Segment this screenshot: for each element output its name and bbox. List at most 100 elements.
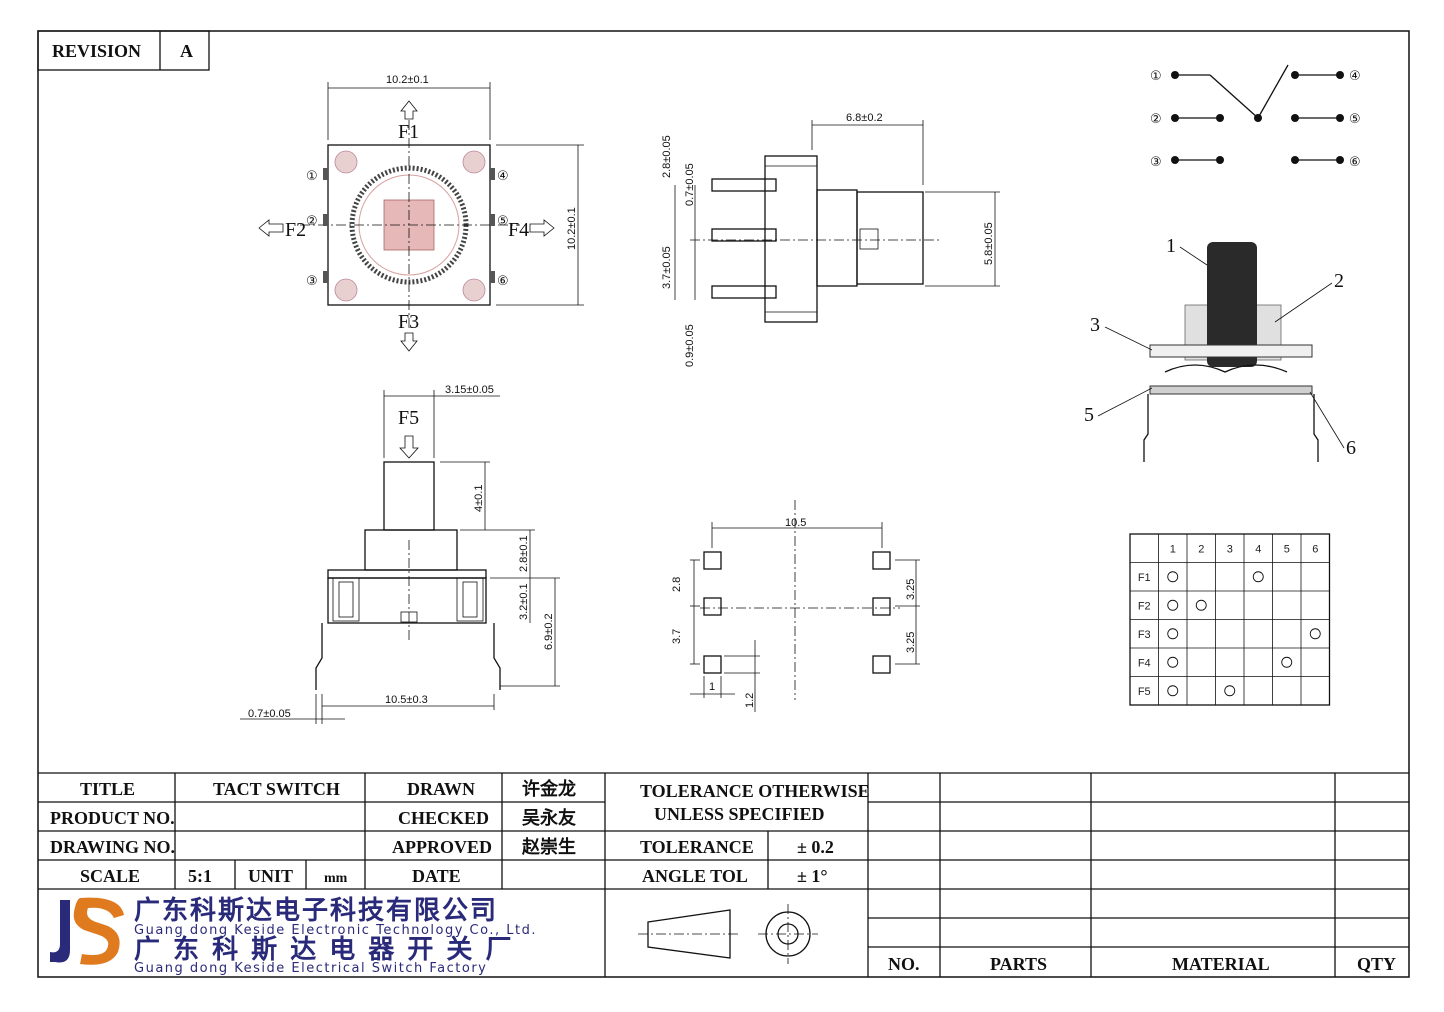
side-dim-a: 2.8±0.05	[661, 135, 673, 178]
callout-1: 1	[1166, 235, 1176, 257]
truth-table-contact-mark	[1224, 685, 1236, 697]
pcb-layout: 10.5 2.8 3.7 3.25 3.25 1 1.2	[671, 500, 920, 712]
drawn-label: DRAWN	[407, 779, 475, 799]
front-dim-actuator-h: 4±0.1	[473, 485, 485, 512]
top-view: ① ② ③ ④ ⑤ ⑥ F1 F3 F2 F4 10.2±0.1 10.2±0.…	[258, 74, 584, 352]
truth-table-row-label: F2	[1138, 600, 1151, 612]
sch-pin-5: ⑤	[1349, 112, 1361, 127]
force-f5-arrow-icon	[399, 435, 419, 459]
sch-pin-1: ①	[1150, 69, 1162, 84]
truth-table-contact-mark	[1309, 628, 1321, 640]
checked-label: CHECKED	[398, 808, 489, 828]
scale-value: 5:1	[188, 866, 212, 886]
pcb-dim-b: 3.7	[671, 629, 683, 644]
angle-tol-label: ANGLE TOL	[642, 866, 748, 886]
front-dim-b: 3.2±0.1	[518, 583, 530, 620]
approved-value: 赵崇生	[521, 836, 576, 858]
front-dim-actuator-w: 3.15±0.05	[445, 384, 494, 396]
truth-table-col-header: 6	[1312, 543, 1318, 555]
date-label: DATE	[412, 866, 461, 886]
angle-tol-value: ± 1°	[797, 866, 828, 886]
drawn-value: 许金龙	[522, 778, 576, 800]
truth-table-row-label: F5	[1138, 686, 1151, 698]
sch-pin-6: ⑥	[1349, 155, 1361, 170]
parts-no-header: NO.	[888, 954, 920, 974]
tolerance-value: ± 0.2	[797, 837, 834, 857]
pcb-dim-a: 2.8	[671, 577, 683, 592]
truth-table-contact-mark	[1252, 571, 1264, 583]
truth-table-col-header: 2	[1198, 543, 1204, 555]
force-f4-arrow-icon	[529, 219, 555, 237]
sch-pin-4: ④	[1349, 69, 1361, 84]
truth-table-col-header: 1	[1170, 543, 1176, 555]
top-pin-3: ③	[306, 274, 318, 289]
revision-value: A	[180, 41, 193, 61]
unit-label: UNIT	[248, 866, 293, 886]
tolerance-note-line1: TOLERANCE OTHERWISE	[640, 781, 870, 801]
force-f2-label: F2	[285, 219, 306, 241]
scale-label: SCALE	[80, 866, 140, 886]
truth-table-contact-mark	[1281, 656, 1293, 668]
truth-table-contact-mark	[1167, 628, 1179, 640]
sch-pin-2: ②	[1150, 112, 1162, 127]
side-dim-height: 5.8±0.05	[983, 222, 995, 265]
truth-table-contact-mark	[1167, 571, 1179, 583]
unit-value: mm	[324, 871, 348, 886]
tolerance-note-line2: UNLESS SPECIFIED	[654, 804, 825, 824]
top-pin-2: ②	[306, 214, 318, 229]
truth-table-col-header: 3	[1227, 543, 1233, 555]
company-name-en-2: Guang dong Keside Electrical Switch Fact…	[134, 961, 487, 976]
front-dim-pitch: 10.5±0.3	[385, 694, 428, 706]
projection-symbol-icon	[638, 904, 818, 964]
revision-box: REVISION A	[37, 30, 210, 71]
top-pin-6: ⑥	[497, 274, 509, 289]
title-label: TITLE	[80, 779, 135, 799]
material-header: MATERIAL	[1172, 954, 1270, 974]
pcb-dim-e: 1	[709, 681, 715, 693]
sheet-border	[37, 30, 1410, 978]
truth-table-row-label: F3	[1138, 629, 1151, 641]
pcb-dim-f: 1.2	[744, 693, 756, 708]
company-logo-icon	[50, 896, 124, 966]
schematic: ① ② ③ ④ ⑤ ⑥	[1150, 64, 1361, 170]
force-f4-label: F4	[508, 219, 529, 241]
truth-table-contact-mark	[1195, 599, 1207, 611]
force-f5-label: F5	[398, 407, 419, 429]
pcb-dim-d: 3.25	[905, 632, 917, 653]
side-dim-c: 3.7±0.05	[661, 246, 673, 289]
parts-header: PARTS	[990, 954, 1047, 974]
truth-table-row-label: F4	[1138, 657, 1151, 669]
top-pin-4: ④	[497, 169, 509, 184]
revision-label: REVISION	[52, 41, 141, 61]
company-name-cn-2: 广 东 科 斯 达 电 器 开 关 厂	[134, 934, 513, 965]
front-dim-a: 2.8±0.1	[518, 535, 530, 572]
callout-3: 3	[1090, 314, 1100, 336]
callout-2: 2	[1334, 270, 1344, 292]
front-dim-pin: 0.7±0.05	[248, 708, 291, 720]
drawing-no-label: DRAWING NO.	[50, 837, 175, 857]
title-value: TACT SWITCH	[213, 779, 340, 799]
top-pin-1: ①	[306, 169, 318, 184]
pcb-dim-width: 10.5	[785, 517, 806, 529]
company-name-en-1: Guang dong Keside Electronic Technology …	[134, 923, 537, 938]
company-name-cn-1: 广东科斯达电子科技有限公司	[134, 895, 498, 926]
truth-table-col-header: 5	[1284, 543, 1290, 555]
force-f3-label: F3	[398, 311, 419, 333]
checked-value: 吴永友	[522, 807, 576, 829]
approved-label: APPROVED	[392, 837, 492, 857]
pcb-dim-c: 3.25	[905, 579, 917, 600]
front-view: F5 3.15±0.05 4±0.1 2.8±0.1 3.2±0.1 6.9±0…	[240, 384, 560, 724]
force-f1-label: F1	[398, 121, 419, 143]
section-view: 1 2 3 5 6	[1084, 235, 1356, 462]
tolerance-label: TOLERANCE	[640, 837, 754, 857]
sch-pin-3: ③	[1150, 155, 1162, 170]
truth-table-contact-mark	[1167, 599, 1179, 611]
top-dim-width: 10.2±0.1	[386, 74, 429, 86]
side-dim-b: 0.7±0.05	[684, 163, 696, 206]
side-dim-length: 6.8±0.2	[846, 112, 883, 124]
callout-6: 6	[1346, 437, 1356, 459]
title-block: TITLE TACT SWITCH PRODUCT NO. DRAWING NO…	[38, 772, 1409, 977]
product-no-label: PRODUCT NO.	[50, 808, 175, 828]
truth-table-row-label: F1	[1138, 572, 1151, 584]
